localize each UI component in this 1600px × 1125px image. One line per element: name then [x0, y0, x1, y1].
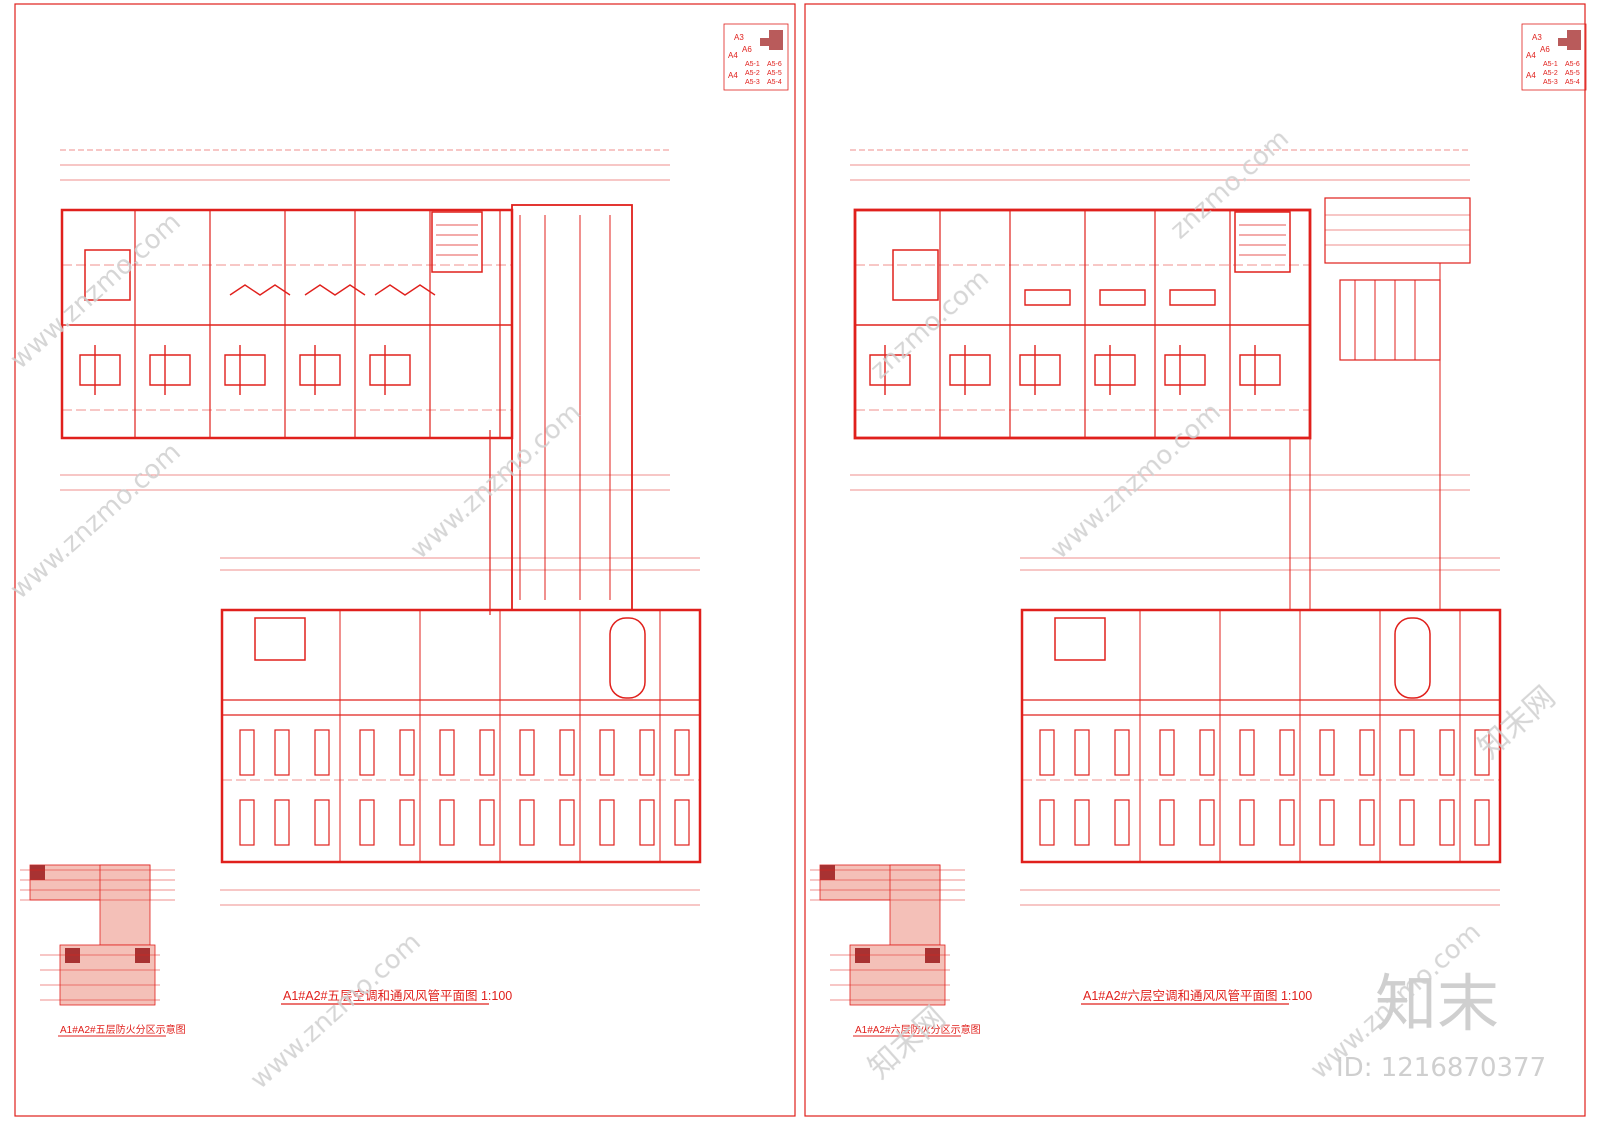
sheet-2-border	[804, 3, 1586, 1117]
sheet-2: A3 A6 A4 A4 A5-1 A5-6 A5-2 A5-5 A5-3 A5-…	[804, 3, 1587, 1117]
key-label-a4-top: A4	[1526, 51, 1536, 60]
key-label-a4-bottom: A4	[728, 71, 738, 80]
sheet-1-fire-zone: A1#A2#五层防火分区示意图	[20, 864, 186, 1037]
key-label-a5-5: A5-5	[1565, 70, 1580, 77]
key-label-a5-4: A5-4	[767, 79, 782, 86]
sheet-2-fire-zone-caption: A1#A2#六层防火分区示意图	[855, 1023, 981, 1036]
sheet-1-title: A1#A2#五层空调和通风风管平面图 1:100	[283, 988, 512, 1003]
key-label-a3: A3	[1532, 33, 1542, 42]
key-label-a3: A3	[734, 33, 744, 42]
key-label-a5-6: A5-6	[1565, 61, 1580, 68]
key-label-a5-3: A5-3	[1543, 79, 1558, 86]
key-label-a5-3: A5-3	[745, 79, 760, 86]
key-label-a5-2: A5-2	[745, 70, 760, 77]
key-label-a4-bottom: A4	[1526, 71, 1536, 80]
sheet-2-lower-block	[1020, 557, 1502, 906]
sheet-1: A3 A6 A4 A4 A5-1 A5-6 A5-2 A5-5 A5-3 A5-…	[14, 3, 796, 1117]
key-label-a5-1: A5-1	[745, 61, 760, 68]
key-label-a5-4: A5-4	[1565, 79, 1580, 86]
sheet-1-border	[14, 3, 796, 1117]
sheet-2-fire-zone: A1#A2#六层防火分区示意图	[810, 864, 981, 1037]
sheet-1-fire-zone-caption: A1#A2#五层防火分区示意图	[60, 1023, 186, 1036]
key-label-a5-5: A5-5	[767, 70, 782, 77]
watermark-logo: 知末 ID: 1216870377	[1336, 967, 1546, 1083]
key-label-a5-6: A5-6	[767, 61, 782, 68]
key-label-a4-top: A4	[728, 51, 738, 60]
key-label-a5-2: A5-2	[1543, 70, 1558, 77]
key-label-a5-1: A5-1	[1543, 61, 1558, 68]
sheet-1-key-plan: A3 A6 A4 A4 A5-1 A5-6 A5-2 A5-5 A5-3 A5-…	[723, 23, 789, 91]
key-label-a6: A6	[742, 45, 752, 54]
sheet-1-upper-block	[60, 149, 670, 615]
key-label-a6: A6	[1540, 45, 1550, 54]
sheet-2-title: A1#A2#六层空调和通风风管平面图 1:100	[1083, 988, 1312, 1003]
sheet-2-key-plan: A3 A6 A4 A4 A5-1 A5-6 A5-2 A5-5 A5-3 A5-…	[1521, 23, 1587, 91]
sheet-2-upper-block	[850, 149, 1471, 610]
watermark-id: ID: 1216870377	[1336, 1053, 1546, 1083]
watermark-logo-text: 知末	[1375, 967, 1499, 1040]
sheet-1-lower-block	[220, 557, 702, 906]
